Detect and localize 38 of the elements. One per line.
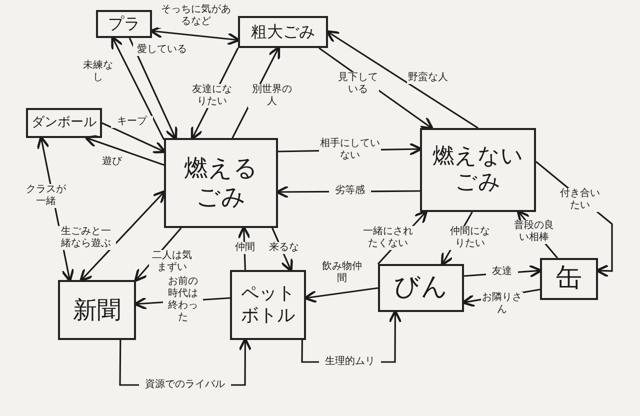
- edge-label: 資源でのライバル: [139, 379, 231, 391]
- category-box: [378, 264, 464, 312]
- category-box: [26, 108, 102, 138]
- node-label: 粗大ごみ: [250, 22, 316, 42]
- node-label: ダンボール: [30, 115, 98, 131]
- arrow: [150, 25, 240, 46]
- category-box: [230, 270, 306, 340]
- node-label: 缶: [555, 263, 583, 295]
- arrow: [102, 122, 166, 154]
- category-box: [58, 280, 136, 340]
- arrow: [326, 30, 478, 129]
- arrow: [80, 190, 166, 282]
- arrow: [111, 36, 165, 140]
- category-box: [238, 16, 328, 48]
- category-box: [164, 138, 278, 228]
- arrow: [128, 38, 178, 140]
- node-label: 燃えないごみ: [432, 144, 524, 196]
- node-label: 新聞: [72, 296, 122, 324]
- edge-label: 見下している: [337, 72, 379, 96]
- arrow: [304, 287, 378, 304]
- edge-label: 生理的ムリ: [319, 356, 381, 368]
- category-box: [96, 10, 152, 38]
- arrow: [84, 134, 164, 166]
- category-box: [540, 258, 598, 300]
- edge-label: 付き合いたい: [559, 188, 601, 212]
- node-label: 燃えるごみ: [183, 154, 259, 212]
- node-label: プラ: [107, 14, 141, 34]
- node-label: ペットボトル: [240, 283, 296, 327]
- edge-label: お隣りさん: [481, 292, 523, 316]
- edge-label: キープ: [111, 116, 153, 128]
- edge-label: 野蛮な人: [407, 72, 449, 84]
- node-label: びん: [393, 272, 449, 304]
- edge-label: 友達: [486, 266, 518, 278]
- edge-label: お前の時代は終わった: [163, 276, 203, 324]
- category-box: [420, 128, 536, 212]
- edge-label: 劣等感: [329, 185, 371, 197]
- edge-label: 生ごみと一緒なら遊ぶ: [56, 226, 116, 250]
- edge-label: 相手にしていない: [319, 138, 381, 162]
